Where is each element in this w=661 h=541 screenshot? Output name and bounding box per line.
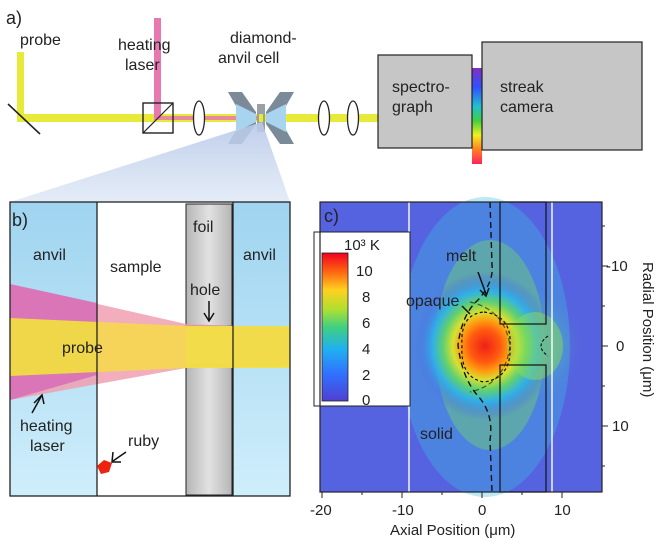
ruby-label: ruby [128, 433, 159, 450]
lens-2 [317, 100, 331, 136]
panel-a-label: a) [6, 8, 22, 28]
y-tick-label: -10 [606, 258, 628, 275]
panel-b-frame [9, 201, 291, 497]
x-tick-label: 10 [554, 502, 571, 519]
colorbar-tick: 2 [362, 367, 370, 384]
panel-b: b) anvil sample foil anvil hole probe he… [9, 201, 291, 497]
solid-label: solid [420, 426, 453, 443]
colorbar-tick: 4 [362, 341, 370, 358]
heating-label-2: laser [125, 57, 160, 74]
y-axis-label: Radial Position (μm) [639, 262, 656, 397]
mirror [7, 103, 41, 135]
opaque-label: opaque [406, 293, 459, 310]
streak-camera-label-2: camera [500, 99, 553, 116]
left-anvil-label: anvil [33, 247, 66, 264]
heating-laser-arrow [31, 394, 43, 414]
heating-beam-horizontal [154, 116, 260, 120]
y-axis-ticks [602, 225, 608, 467]
spectrum-strip [472, 68, 482, 164]
spectrograph-box [377, 54, 473, 149]
opaque-arrow [461, 305, 471, 315]
ruby-icon [97, 460, 112, 474]
lens-1 [192, 100, 206, 136]
probe-label: probe [20, 32, 61, 49]
y-tick-label: 0 [616, 338, 624, 355]
spectrograph-label-1: spectro- [392, 79, 450, 96]
melt-contour [457, 201, 493, 493]
melt-arrow [477, 271, 487, 295]
hotspot [415, 272, 555, 420]
heating-beam-vertical [154, 18, 161, 118]
colorbar-tick: 8 [362, 289, 370, 306]
panel-c-label: c) [324, 206, 339, 226]
panel-a: a) spectro- graph streak [6, 8, 643, 164]
colorbar-tick: 0 [362, 392, 370, 409]
x-tick-label: 0 [478, 502, 486, 519]
sample-label: sample [110, 259, 162, 276]
colorbar [321, 252, 349, 402]
panel-b-label: b) [12, 210, 28, 230]
panel-c-frame [319, 201, 603, 493]
probe-label-b: probe [62, 340, 103, 357]
x-axis-ticks [321, 492, 563, 498]
foil-lower [185, 364, 233, 496]
streak-camera-label-1: streak [500, 79, 545, 96]
colorbar-unit: 10³ K [344, 237, 380, 254]
lens-3 [346, 100, 360, 136]
colorbar-tick: 10 [356, 263, 373, 280]
heating-label-1: heating [118, 37, 171, 54]
beamsplitter-cube [142, 102, 174, 134]
spectrograph-label-2: graph [392, 99, 433, 116]
dac-label-2: anvil cell [218, 50, 279, 67]
colorbar-ticks: 10 8 6 4 2 0 [356, 263, 373, 409]
hole-label: hole [190, 282, 220, 299]
heating-laser-label-2: laser [30, 438, 65, 455]
probe-beam-vertical [17, 52, 24, 120]
panel-c: 10³ K 10 8 6 4 2 0 c) melt opaque solid … [310, 197, 656, 539]
right-anvil-label: anvil [243, 247, 276, 264]
x-tick-label: -10 [392, 502, 414, 519]
streak-camera-box [481, 41, 643, 151]
y-tick-label: 10 [612, 418, 629, 435]
heating-laser-label-1: heating [20, 418, 73, 435]
dac-label-1: diamond- [230, 30, 297, 47]
melt-label: melt [446, 248, 477, 265]
zoom-cone [10, 122, 290, 202]
opaque-contour [461, 311, 511, 383]
foil-label: foil [193, 219, 213, 236]
ruby-arrow [112, 451, 127, 462]
x-axis-label: Axial Position (μm) [390, 522, 515, 539]
x-tick-label: -20 [310, 502, 332, 519]
colorbar-tick: 6 [362, 315, 370, 332]
